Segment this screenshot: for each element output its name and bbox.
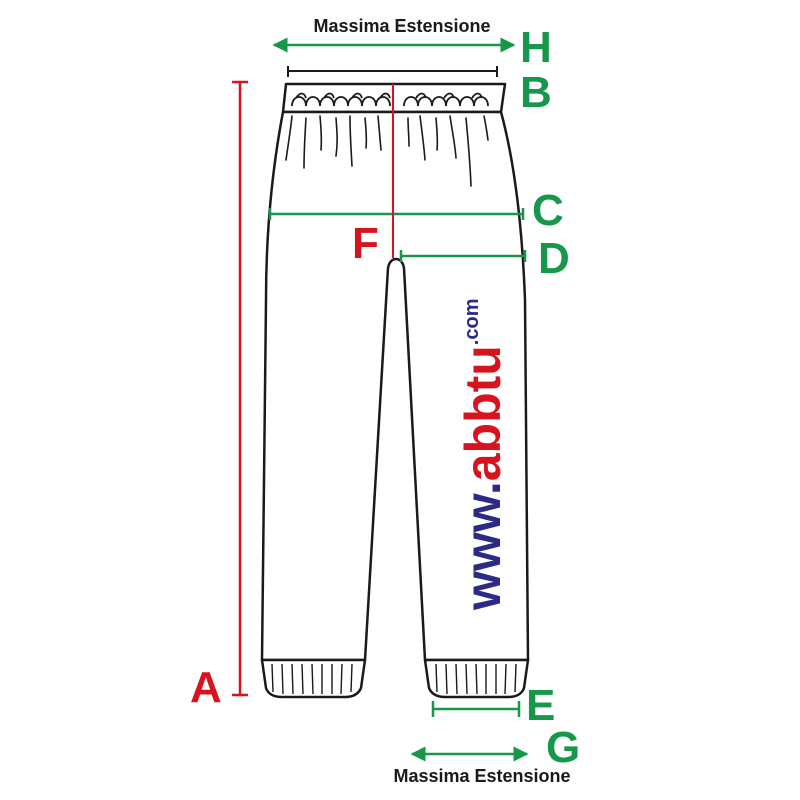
label-g: G [546, 723, 580, 772]
label-a: A [190, 663, 222, 712]
watermark: www.abbtu.com [455, 299, 511, 612]
measure-c-line [268, 208, 525, 220]
trousers-body [260, 110, 530, 662]
waistband-gathers [291, 92, 489, 107]
svg-text:www.abbtu.com: www.abbtu.com [455, 299, 511, 612]
label-b: B [520, 68, 552, 117]
trousers-outline [260, 82, 530, 699]
cuff-ribbing [271, 663, 517, 695]
label-f: F [352, 219, 379, 268]
bottom-caption: Massima Estensione [393, 766, 570, 786]
label-d: D [538, 234, 570, 283]
watermark-brand: abbtu [455, 345, 511, 481]
watermark-prefix: www. [455, 481, 511, 611]
top-caption: Massima Estensione [313, 16, 490, 36]
measure-b-line [287, 66, 498, 77]
label-c: C [532, 186, 564, 235]
watermark-domain: .com [461, 299, 483, 346]
label-h: H [520, 23, 552, 72]
fabric-gathers [285, 115, 489, 187]
measure-d-line [399, 250, 527, 262]
measure-a-line [232, 80, 248, 697]
measure-e-line [431, 701, 521, 717]
label-e: E [526, 681, 555, 730]
left-cuff [260, 658, 367, 699]
